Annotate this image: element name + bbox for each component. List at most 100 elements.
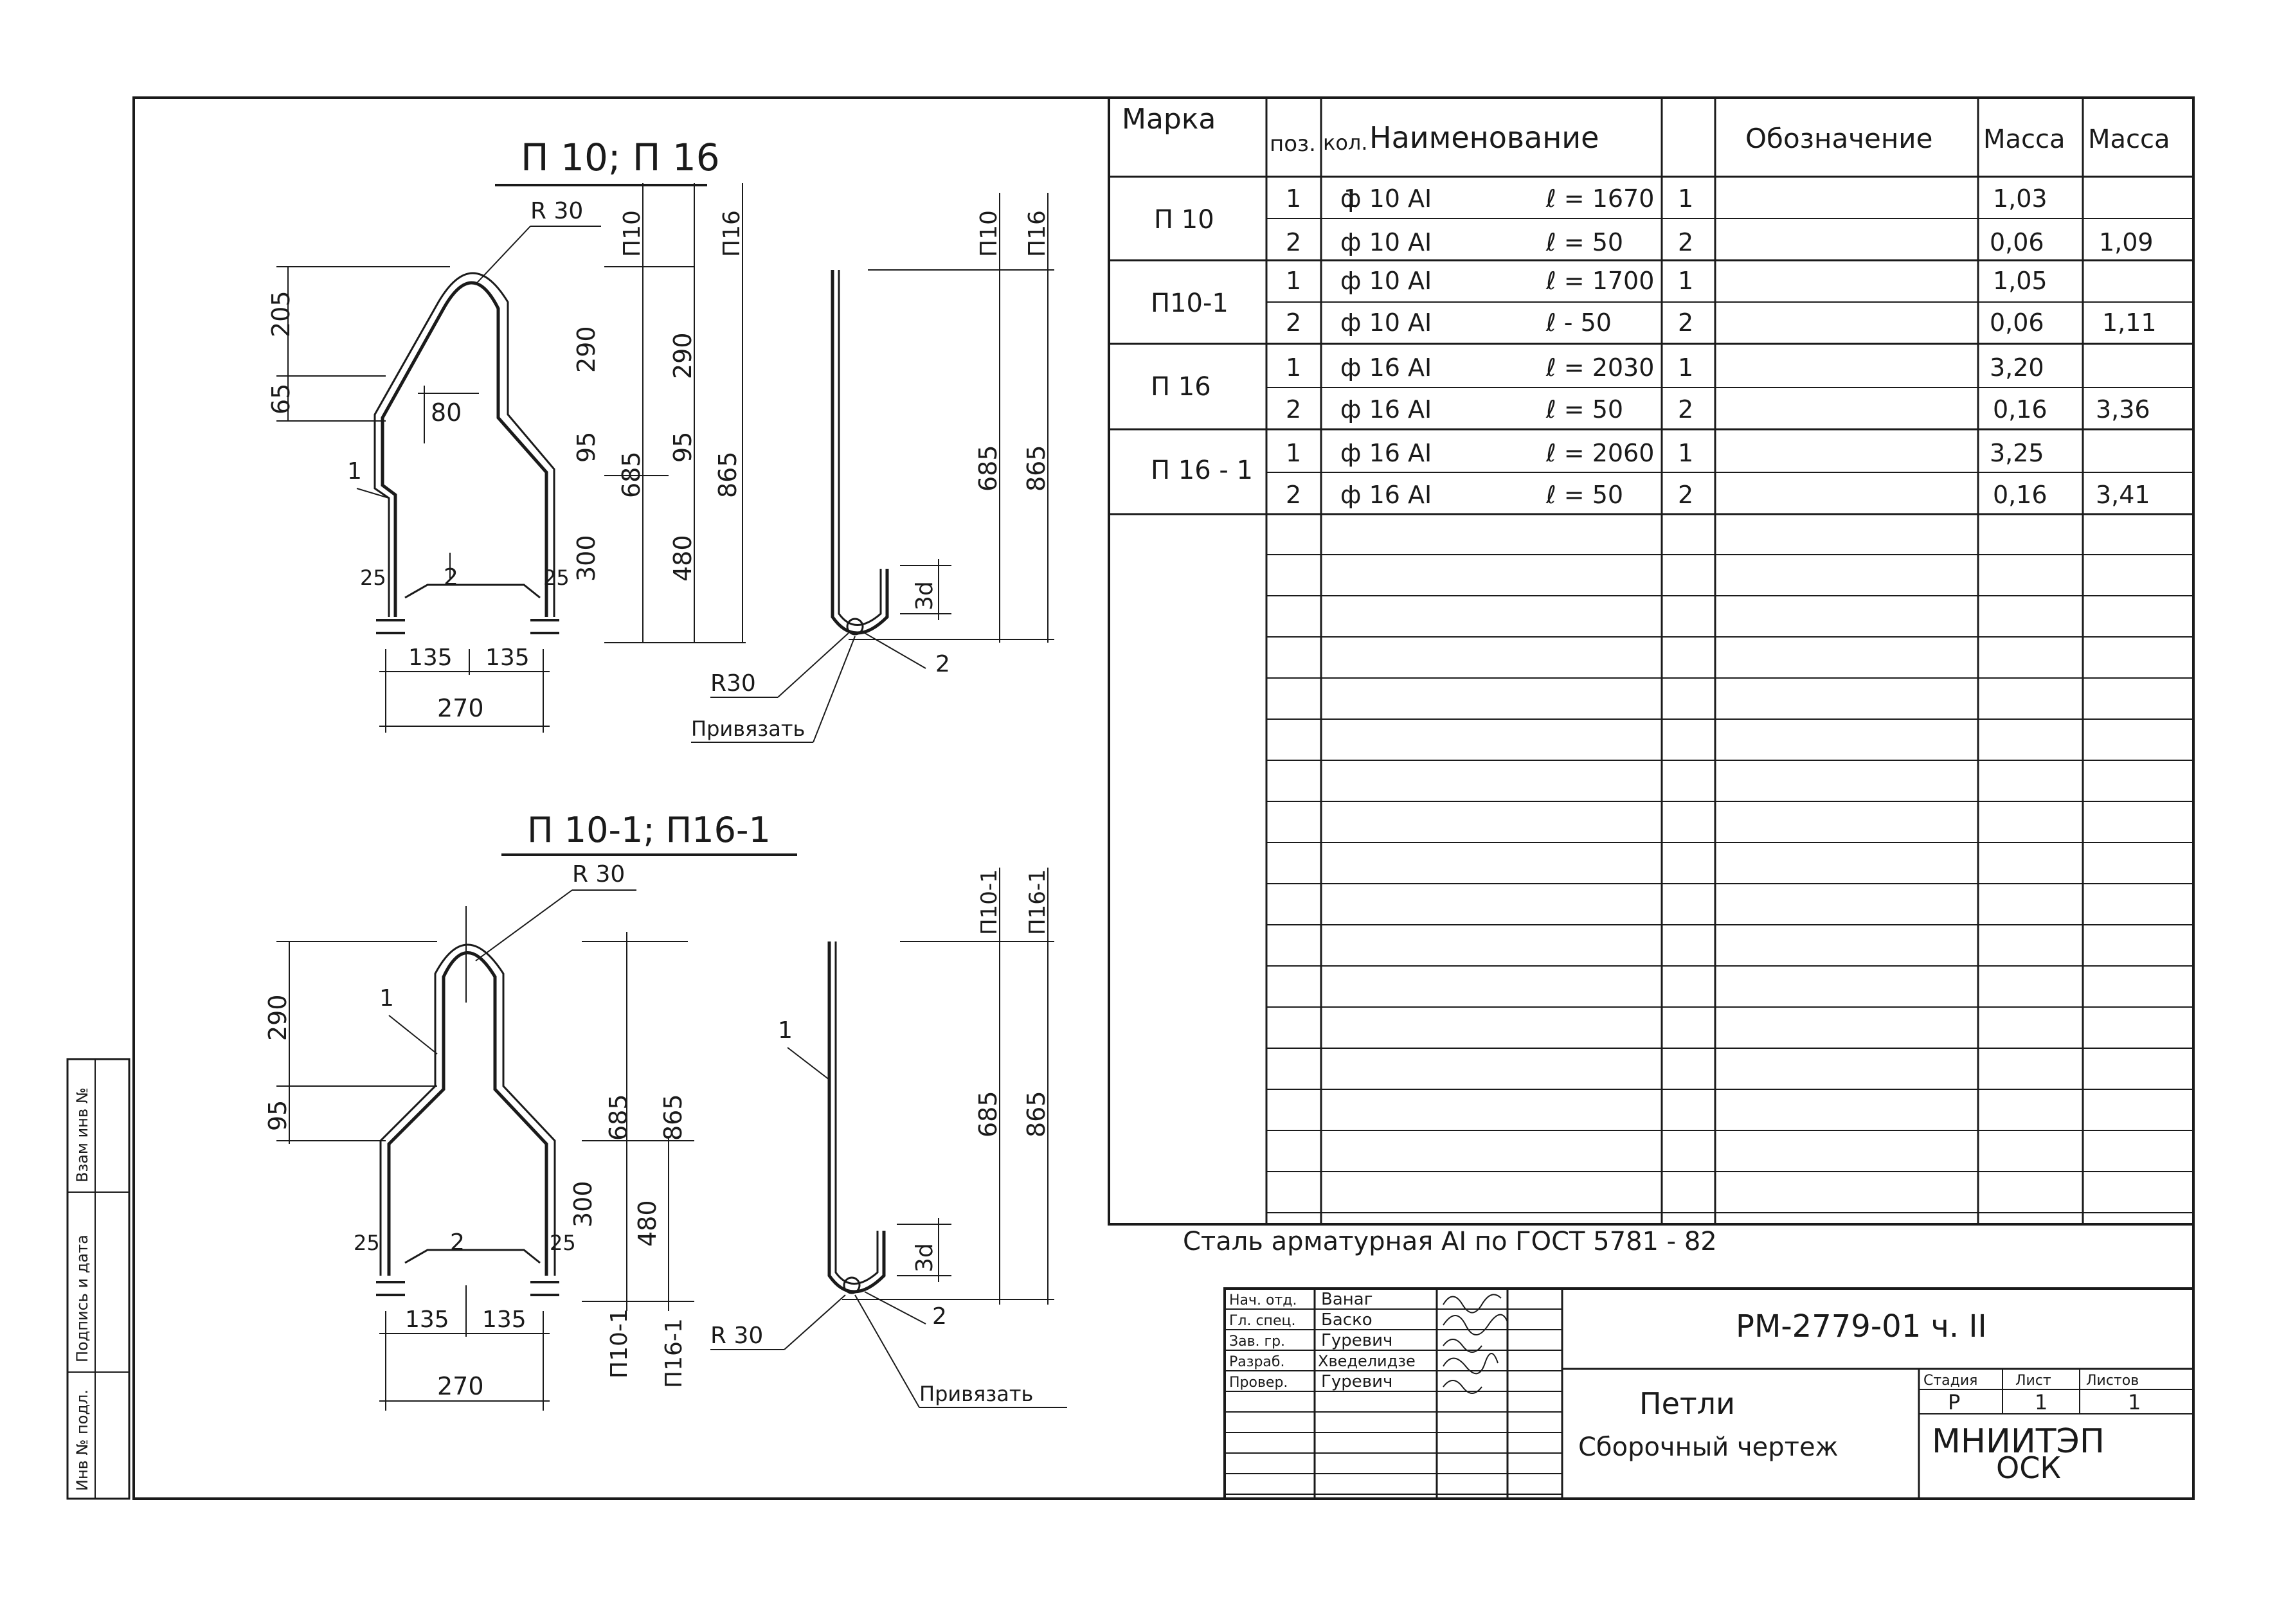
signature-2 — [1443, 1314, 1508, 1335]
row-qty: 1 — [1678, 353, 1693, 382]
radius-label: R 30 — [530, 198, 583, 224]
dim2-25-left: 25 — [354, 1231, 380, 1255]
row-qty: 1 — [1344, 184, 1359, 213]
name-2: Баско — [1321, 1310, 1372, 1330]
dim-865-a: 865 — [714, 451, 742, 498]
dim-290-a: 290 — [572, 326, 600, 373]
row-name: ф 10 АI — [1340, 308, 1432, 337]
row-qty: 1 — [1678, 184, 1693, 213]
row-total: 1,11 — [2102, 308, 2157, 337]
drawing-title: П 10; П 16 — [521, 136, 720, 179]
stage-value: Р — [1948, 1390, 1960, 1414]
dim2-685: 685 — [604, 1094, 633, 1141]
row-length: ℓ = 2060 — [1545, 439, 1654, 467]
header-name: Наименование — [1369, 120, 1599, 155]
dim2-290: 290 — [264, 994, 292, 1041]
side-stamp-sign: Подпись и дата — [73, 1235, 91, 1362]
side2-dim-3d: 3d — [912, 1243, 938, 1272]
row-name: ф 10 АI — [1340, 184, 1432, 213]
col-label-p10: П10 — [619, 210, 645, 257]
signature-3 — [1443, 1339, 1482, 1353]
col2-p16-1: П16-1 — [661, 1318, 687, 1388]
dim-95-a: 95 — [572, 432, 600, 463]
side2-note-tie: Привязать — [919, 1382, 1033, 1406]
side-stamp-replace: Взам инв № — [73, 1087, 91, 1182]
loop-front-view — [381, 281, 548, 617]
row-mass: 3,20 — [1990, 353, 2044, 382]
drawing-p10-p16: П 10; П 16 205 65 80 R 30 1 2 25 25 — [267, 136, 746, 733]
row-mass: 3,25 — [1990, 439, 2044, 467]
side2-dim-865: 865 — [1022, 1091, 1050, 1138]
row-name: ф 10 АI — [1340, 267, 1432, 295]
row-total: 3,36 — [2096, 395, 2150, 424]
role-1: Нач. отд. — [1229, 1292, 1297, 1308]
row-qty: 2 — [1678, 228, 1693, 256]
row-mass: 0,16 — [1993, 481, 2048, 509]
position-1: 1 — [347, 458, 362, 485]
dim2-135-right: 135 — [482, 1307, 526, 1333]
signature-4 — [1443, 1353, 1498, 1375]
dim2-300: 300 — [569, 1181, 597, 1227]
side-dim-3d: 3d — [912, 581, 938, 611]
organization-1: МНИИТЭП — [1932, 1422, 2105, 1461]
header-pos: поз. — [1270, 131, 1316, 157]
position2-1: 1 — [379, 985, 394, 1012]
row-pos: 1 — [1286, 439, 1301, 467]
sheet-value: 1 — [2035, 1390, 2048, 1414]
dim-300: 300 — [572, 535, 600, 582]
row-pos: 2 — [1286, 308, 1301, 337]
row-qty: 2 — [1678, 308, 1693, 337]
dim-80: 80 — [431, 398, 462, 427]
dim-290-b: 290 — [669, 332, 697, 379]
row-pos: 1 — [1286, 267, 1301, 295]
side2-col-p16-1: П16-1 — [1025, 869, 1050, 935]
row-length: ℓ - 50 — [1545, 308, 1612, 337]
header-mass: Масса — [1983, 125, 2066, 154]
row-mass: 0,06 — [1990, 308, 2044, 337]
row-mass: 1,03 — [1993, 184, 2048, 213]
specification-table: Марка поз. Наименование кол. Обозначение… — [1108, 96, 2195, 1256]
sheet-label: Лист — [2015, 1373, 2051, 1389]
dim-135-right: 135 — [485, 645, 530, 671]
row-mass: 0,06 — [1990, 228, 2044, 256]
role-5: Провер. — [1229, 1375, 1288, 1391]
row-name: ф 16 АI — [1340, 353, 1432, 382]
name-4: Хведелидзе — [1318, 1352, 1416, 1370]
row-pos: 1 — [1286, 353, 1301, 382]
row-pos: 2 — [1286, 228, 1301, 256]
sheets-value: 1 — [2128, 1390, 2141, 1414]
organization-2: ОСК — [1996, 1450, 2061, 1485]
col-label-p16: П16 — [719, 210, 745, 257]
dim2-865: 865 — [659, 1094, 687, 1141]
dim2-480: 480 — [633, 1200, 662, 1247]
header-designation: Обозначение — [1745, 123, 1932, 154]
side-stamp: Инв № подл. Подпись и дата Взам инв № — [66, 1058, 130, 1500]
drawing-p10-1-p16-1: П 10-1; П16-1 R 30 290 95 1 2 25 25 135 … — [264, 810, 797, 1411]
name-5: Гуревич — [1321, 1372, 1392, 1391]
name-3: Гуревич — [1321, 1331, 1392, 1350]
name-1: Ванаг — [1321, 1290, 1372, 1309]
empty-table-rows — [1266, 554, 2193, 1213]
side-dim-685: 685 — [974, 445, 1002, 492]
role-4: Разраб. — [1229, 1354, 1284, 1370]
side-note-tie: Привязать — [691, 717, 805, 741]
side-stamp-inv: Инв № подл. — [73, 1389, 91, 1491]
row-pos: 2 — [1286, 395, 1301, 424]
dim-95-b: 95 — [669, 432, 697, 463]
drawing-name-2: Сборочный чертеж — [1578, 1432, 1839, 1462]
side-position-2: 2 — [935, 651, 950, 677]
signature-5 — [1443, 1380, 1482, 1394]
mark-p10-1: П10-1 — [1151, 289, 1228, 318]
document-code: РМ-2779-01 ч. II — [1736, 1308, 1987, 1344]
dim-25-left: 25 — [360, 566, 386, 590]
dim-65: 65 — [267, 384, 295, 415]
dim2-135-left: 135 — [405, 1307, 449, 1333]
row-total: 3,41 — [2096, 481, 2150, 509]
row-mass: 0,16 — [1993, 395, 2048, 424]
row-pos: 1 — [1286, 184, 1301, 213]
side-radius: R30 — [710, 670, 756, 697]
row-length: ℓ = 50 — [1545, 228, 1623, 256]
row-name: ф 10 АI — [1340, 228, 1432, 256]
drawing-name-1: Петли — [1639, 1386, 1735, 1421]
header-mark: Марка — [1122, 103, 1216, 136]
